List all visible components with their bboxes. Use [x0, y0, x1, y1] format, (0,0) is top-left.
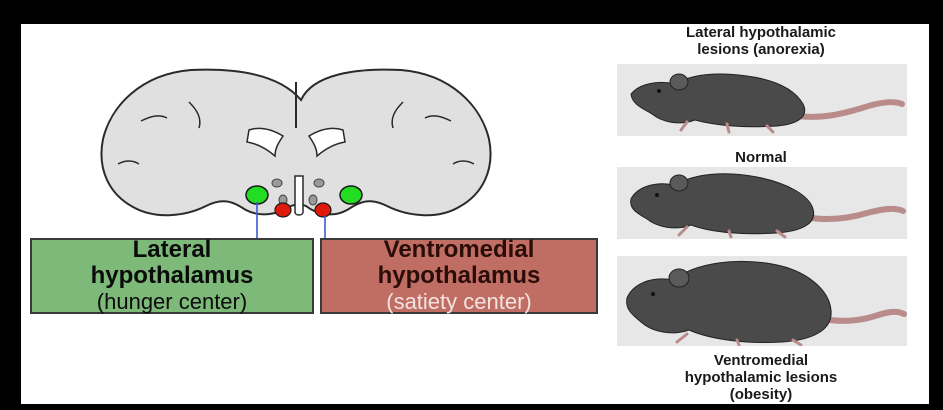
lateral-hypothalamus-left [246, 186, 268, 204]
ventromedial-hypothalamus-label: Ventromedial hypothalamus (satiety cente… [320, 238, 598, 314]
obese-rat-image [617, 256, 907, 346]
rat-panel-normal [617, 167, 907, 239]
rat-eye [651, 292, 655, 296]
ventromedial-label-line1: Ventromedial [384, 237, 535, 263]
gray-nucleus-1 [272, 179, 282, 187]
lateral-label-line2: hypothalamus [91, 263, 254, 289]
ventromedial-nucleus-left [275, 203, 291, 217]
third-ventricle [295, 176, 303, 215]
caption-line: Lateral hypothalamic [611, 24, 911, 41]
gray-nucleus-4 [309, 195, 317, 205]
rat-body [631, 74, 805, 127]
rat-tail [805, 209, 903, 219]
normal-rat-image [617, 167, 907, 239]
rat-caption-lateral-lesion: Lateral hypothalamic lesions (anorexia) [611, 24, 911, 58]
caption-line: lesions (anorexia) [611, 41, 911, 58]
brain-section [21, 24, 621, 239]
rat-panel-anorexic [617, 64, 907, 136]
rat-panel-obese [617, 256, 907, 346]
thin-rat-image [617, 64, 907, 136]
rat-caption-ventromedial-lesion: Ventromedial hypothalamic lesions (obesi… [611, 352, 911, 403]
ventromedial-label-line3: (satiety center) [386, 289, 532, 315]
caption-line: hypothalamic lesions [611, 369, 911, 386]
diagram-canvas: Lateral hypothalamus (hunger center) Ven… [21, 24, 929, 404]
ventromedial-label-line2: hypothalamus [378, 263, 541, 289]
lateral-hypothalamus-label: Lateral hypothalamus (hunger center) [30, 238, 314, 314]
ventromedial-nucleus-right [315, 203, 331, 217]
rat-tail [797, 102, 902, 117]
rat-eye [655, 193, 659, 197]
rat-caption-normal: Normal [611, 149, 911, 166]
rat-ear [669, 269, 689, 287]
gray-nucleus-2 [314, 179, 324, 187]
caption-line: Normal [611, 149, 911, 166]
lateral-label-line3: (hunger center) [97, 289, 247, 315]
rat-body [627, 261, 832, 342]
rat-eye [657, 89, 661, 93]
caption-line: Ventromedial [611, 352, 911, 369]
lateral-hypothalamus-right [340, 186, 362, 204]
lateral-label-line1: Lateral [133, 237, 212, 263]
rat-body [631, 174, 814, 234]
rat-ear [670, 175, 688, 191]
caption-line: (obesity) [611, 386, 911, 403]
rat-ear [670, 74, 688, 90]
